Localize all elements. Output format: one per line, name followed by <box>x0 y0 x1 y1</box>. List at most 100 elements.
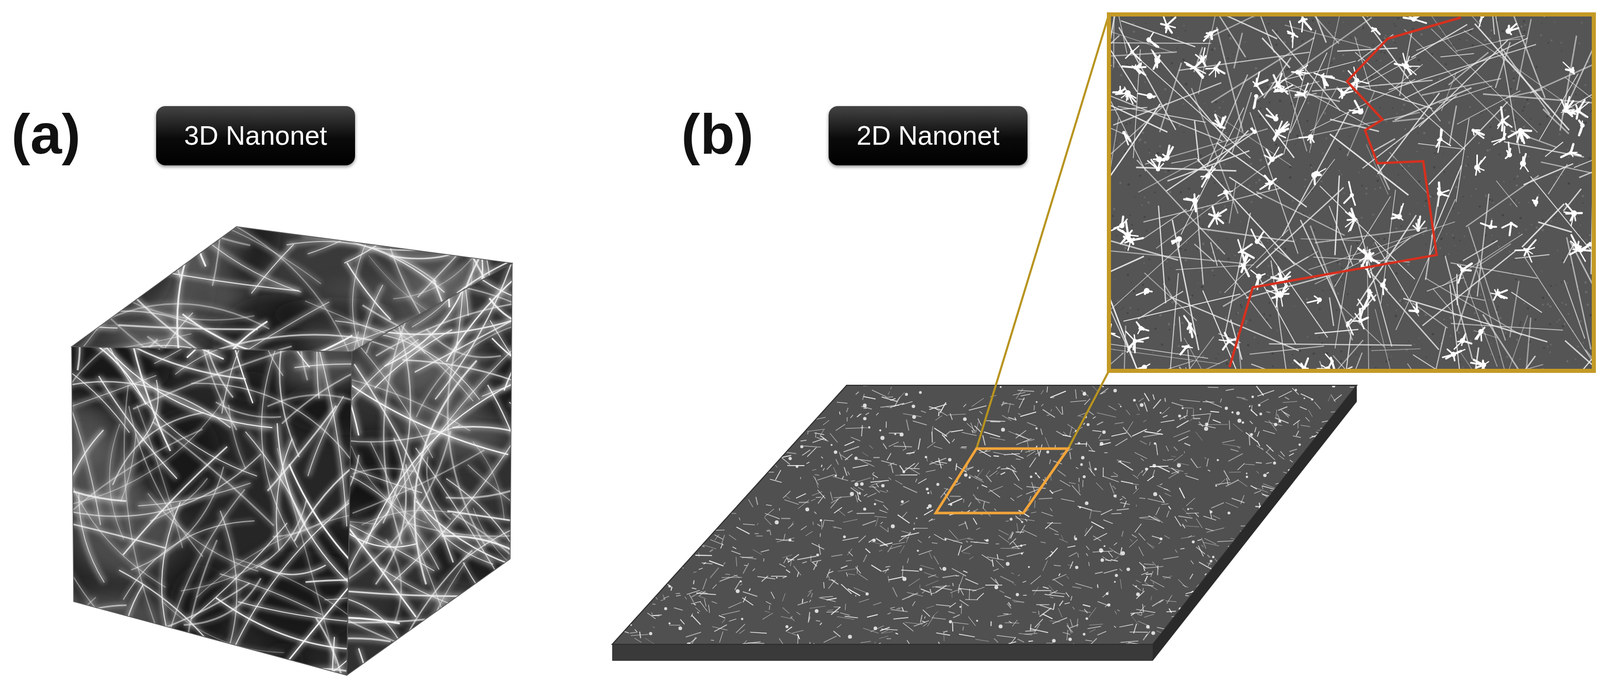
art-path <box>512 507 571 623</box>
art-line <box>633 479 638 483</box>
art-line <box>1058 539 1068 543</box>
art-line <box>816 437 829 442</box>
art-line <box>1315 478 1323 481</box>
art-line <box>1152 394 1155 400</box>
art-line <box>910 468 920 475</box>
art-line <box>1220 592 1227 602</box>
art-line <box>1141 470 1143 474</box>
art-line <box>845 428 865 429</box>
art-path <box>447 110 499 224</box>
art-line <box>1142 634 1148 641</box>
art-line <box>1301 626 1304 637</box>
art-line <box>1150 596 1152 601</box>
art-line <box>1157 485 1171 492</box>
art-line <box>697 612 699 614</box>
art-line <box>851 480 856 482</box>
art-line <box>776 537 795 543</box>
art-line <box>632 405 645 413</box>
art-line <box>1237 463 1245 471</box>
art-line <box>775 420 779 426</box>
art-path <box>231 507 378 525</box>
art-path <box>452 513 597 684</box>
art-line <box>1102 476 1120 483</box>
art-line <box>1335 616 1349 623</box>
art-path <box>441 536 574 609</box>
art-path <box>165 651 211 684</box>
art-line <box>928 536 931 538</box>
art-path <box>152 422 274 527</box>
art-line <box>914 462 919 469</box>
art-line <box>649 562 661 571</box>
art-line <box>863 554 867 563</box>
art-line <box>1231 580 1234 582</box>
art-path <box>537 245 545 363</box>
art-line <box>1081 390 1089 397</box>
art-line <box>765 529 770 531</box>
art-path <box>62 463 79 620</box>
art-line <box>1346 542 1354 552</box>
art-line <box>701 410 703 416</box>
art-line <box>630 391 633 397</box>
art-path <box>521 409 673 460</box>
art-line <box>856 477 871 483</box>
art-line <box>878 550 883 552</box>
art-line <box>983 432 1000 438</box>
art-line <box>1069 482 1076 485</box>
art-line <box>979 411 983 415</box>
art-line <box>1243 544 1246 546</box>
art-line <box>644 558 649 563</box>
art-line <box>1340 455 1351 460</box>
art-line <box>797 556 817 561</box>
art-path <box>492 338 612 392</box>
art-line <box>802 598 803 603</box>
art-line <box>1291 473 1296 475</box>
art-line <box>830 499 839 509</box>
art-line <box>1164 535 1171 540</box>
art-line <box>1266 462 1273 464</box>
art-path <box>178 220 251 246</box>
art-line <box>860 427 868 429</box>
art-line <box>1343 584 1362 588</box>
art-line <box>1008 531 1013 541</box>
art-path <box>496 667 526 684</box>
art-line <box>1007 403 1010 413</box>
art-line <box>1138 547 1144 557</box>
art-path <box>377 254 469 285</box>
art-line <box>1335 548 1340 552</box>
art-path <box>524 390 583 486</box>
art-line <box>931 617 947 620</box>
art-line <box>1319 634 1324 643</box>
art-line <box>1074 443 1088 445</box>
art-line <box>952 622 954 632</box>
art-path <box>130 466 224 571</box>
art-path <box>233 617 400 633</box>
art-line <box>933 556 939 565</box>
art-line <box>913 620 929 627</box>
art-line <box>1006 552 1024 557</box>
art-line <box>769 605 770 611</box>
art-line <box>798 501 810 503</box>
art-line <box>618 520 620 532</box>
art-line <box>685 408 696 418</box>
art-path <box>349 147 525 239</box>
art-path <box>301 672 363 684</box>
art-line <box>1155 507 1160 516</box>
art-line <box>1285 397 1290 400</box>
art-line <box>1163 415 1168 418</box>
art-line <box>678 453 683 458</box>
art-line <box>1123 500 1127 508</box>
art-line <box>971 430 974 433</box>
art-line <box>1139 441 1147 445</box>
art-path <box>473 508 554 589</box>
plate-side <box>612 644 1153 662</box>
art-line <box>796 612 801 615</box>
art-line <box>1022 529 1037 537</box>
art-line <box>752 549 763 555</box>
art-line <box>807 592 812 598</box>
art-line <box>1029 458 1036 468</box>
art-path <box>41 479 127 502</box>
art-path <box>502 236 614 267</box>
art-path <box>369 157 607 251</box>
art-line <box>925 580 939 586</box>
art-line <box>1053 579 1064 586</box>
